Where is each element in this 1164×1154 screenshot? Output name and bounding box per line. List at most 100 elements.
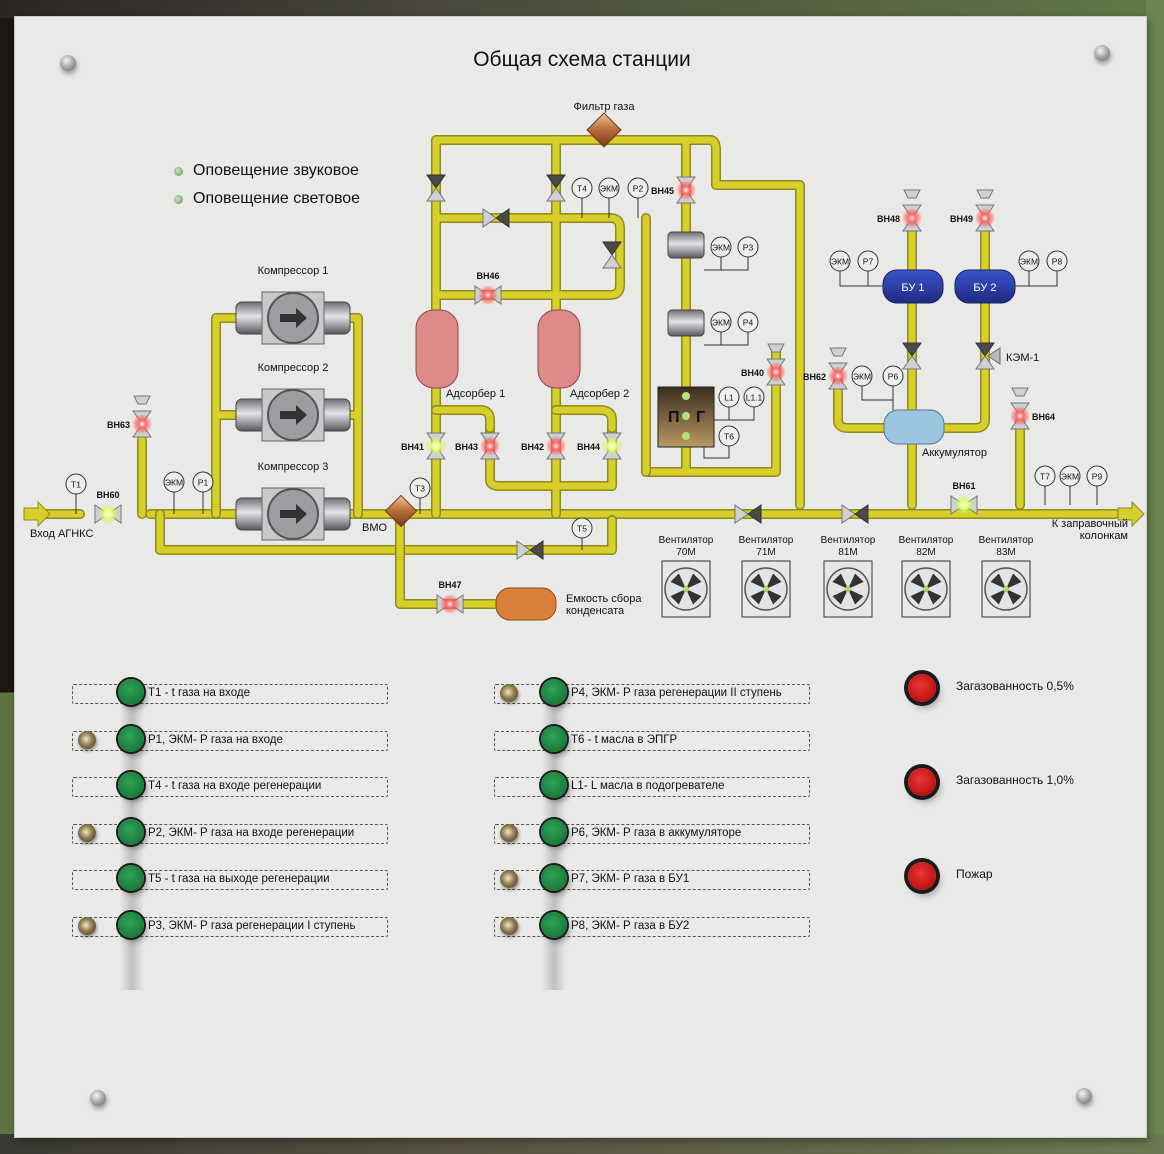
sensor-test-button[interactable] bbox=[118, 679, 144, 705]
valve-ВН41[interactable]: ВН41 bbox=[401, 432, 446, 460]
toggle-switch[interactable] bbox=[500, 870, 518, 888]
valve-ВН63[interactable]: ВН63 bbox=[107, 395, 152, 438]
station-schematic: Вход АГНКС К заправочный колонкам Фильтр… bbox=[23, 101, 1145, 621]
fan-blade-icon bbox=[926, 573, 942, 589]
label-frame bbox=[72, 916, 388, 937]
valve-ВН48[interactable]: ВН48 bbox=[877, 189, 922, 232]
sensor-test-button[interactable] bbox=[118, 818, 144, 845]
svg-text:ЭКМ: ЭКМ bbox=[853, 372, 871, 382]
toggle-switch[interactable] bbox=[78, 916, 96, 935]
toggle-switch[interactable] bbox=[78, 823, 96, 842]
label-frame bbox=[494, 870, 810, 890]
svg-text:P4: P4 bbox=[743, 318, 754, 328]
fan-blade-icon bbox=[848, 573, 864, 589]
valve-led-red bbox=[975, 208, 995, 228]
sensor-label: P2, ЭКМ- Р газа на входе регенерации bbox=[148, 826, 355, 839]
svg-text:P2: P2 bbox=[633, 184, 644, 194]
sensor-test-button[interactable] bbox=[541, 725, 567, 752]
valve-ВН44[interactable]: ВН44 bbox=[577, 432, 622, 460]
sensor-test-button[interactable] bbox=[541, 772, 567, 798]
sensor-test-button[interactable] bbox=[541, 865, 567, 891]
sensor-test-button[interactable] bbox=[118, 865, 144, 891]
alarm-lamp[interactable] bbox=[908, 768, 936, 796]
sensor-test-button[interactable] bbox=[118, 725, 144, 752]
check-valve-icon[interactable] bbox=[975, 342, 995, 370]
sensor-test-button[interactable] bbox=[118, 911, 144, 938]
svg-text:ЭКМ: ЭКМ bbox=[600, 184, 618, 194]
fan-blade-icon bbox=[910, 573, 926, 589]
check-valve-icon[interactable] bbox=[426, 174, 446, 202]
fan-blade-icon bbox=[990, 589, 1006, 605]
valve-led-red bbox=[676, 180, 696, 200]
valve-actuator-icon bbox=[767, 343, 785, 353]
svg-text:T6: T6 bbox=[724, 432, 734, 442]
svg-text:Вентилятор: Вентилятор bbox=[659, 535, 714, 546]
toggle-switch[interactable] bbox=[78, 730, 96, 749]
svg-text:T7: T7 bbox=[1040, 472, 1050, 482]
gauge: T7 bbox=[1034, 465, 1056, 505]
alarm-label: Загазованность 0,5% bbox=[956, 679, 1074, 693]
manual-valve-icon[interactable] bbox=[516, 540, 544, 560]
valve-ВН45[interactable]: ВН45 bbox=[651, 176, 696, 204]
label-frame bbox=[494, 684, 810, 704]
condensate-tank bbox=[495, 587, 557, 621]
valve-ВН47[interactable]: ВН47 bbox=[436, 580, 464, 614]
heater-led-3 bbox=[682, 432, 690, 440]
inlet-arrow-icon bbox=[23, 500, 51, 528]
valve-ВН42[interactable]: ВН42 bbox=[521, 432, 566, 460]
toggle-switch[interactable] bbox=[500, 916, 518, 935]
notification-sound-label: Оповещение звуковое bbox=[193, 162, 359, 179]
check-valve-icon[interactable] bbox=[602, 241, 622, 269]
valve-led-red bbox=[1010, 406, 1030, 426]
accumulator-label: Аккумулятор bbox=[922, 447, 987, 459]
toggle-switch[interactable] bbox=[500, 684, 518, 702]
gauge: T5 bbox=[571, 517, 593, 550]
valve-ВН46[interactable]: ВН46 bbox=[474, 271, 502, 305]
fan-blade-icon bbox=[848, 589, 864, 605]
svg-text:ЭКМ: ЭКМ bbox=[712, 243, 730, 253]
sensor-test-button[interactable] bbox=[541, 818, 567, 845]
manual-valve-icon[interactable] bbox=[841, 504, 869, 524]
label-frame bbox=[72, 684, 388, 704]
svg-text:T5: T5 bbox=[577, 524, 587, 534]
screw-top-left bbox=[60, 55, 76, 71]
check-valve-icon[interactable] bbox=[546, 174, 566, 202]
valve-label: ВН42 bbox=[521, 442, 544, 452]
svg-text:T4: T4 bbox=[577, 184, 587, 194]
label-frame bbox=[494, 730, 810, 751]
compressor-arrow-icon bbox=[280, 504, 307, 524]
valve-actuator-icon bbox=[829, 347, 847, 357]
fan-blade-icon bbox=[750, 589, 766, 605]
valve-ВН61[interactable]: ВН61 bbox=[950, 481, 978, 515]
compressor-2: Компрессор 2 bbox=[235, 362, 351, 442]
svg-text:P8: P8 bbox=[1052, 257, 1063, 267]
svg-text:ЭКМ: ЭКМ bbox=[712, 318, 730, 328]
manual-valve-icon[interactable] bbox=[734, 504, 762, 524]
valve-ВН60[interactable]: ВН60 bbox=[94, 490, 122, 524]
gauge: P6 bbox=[882, 365, 904, 387]
sensor-test-button[interactable] bbox=[118, 772, 144, 798]
check-valve-icon[interactable] bbox=[902, 342, 922, 370]
sensor-test-button[interactable] bbox=[541, 679, 567, 705]
valve-ВН49[interactable]: ВН49 bbox=[950, 189, 995, 232]
sensor-test-button[interactable] bbox=[541, 911, 567, 938]
toggle-switch[interactable] bbox=[500, 823, 518, 842]
gauge: ЭКМ bbox=[163, 471, 185, 514]
valve-actuator-icon bbox=[133, 395, 151, 405]
heater-led-1 bbox=[682, 392, 690, 400]
compressor-1: Компрессор 1 bbox=[235, 265, 351, 345]
valve-ВН40[interactable]: ВН40 bbox=[741, 343, 786, 386]
alarm-lamp[interactable] bbox=[908, 674, 936, 702]
alarm-lamp[interactable] bbox=[908, 862, 936, 890]
gauge: P2 bbox=[627, 177, 649, 218]
valve-ВН62[interactable]: ВН62 bbox=[803, 347, 848, 390]
stage1-unit bbox=[667, 231, 705, 259]
sensor-label: P3, ЭКМ- Р газа регенерации I ступень bbox=[148, 919, 356, 932]
valve-ВН43[interactable]: ВН43 bbox=[455, 432, 500, 460]
gauge: ЭКМ bbox=[1059, 465, 1081, 505]
gauge: T6 bbox=[703, 425, 740, 459]
valve-label: ВН62 bbox=[803, 372, 826, 382]
valve-ВН64[interactable]: ВН64 bbox=[1010, 387, 1055, 430]
manual-valve-icon[interactable] bbox=[482, 208, 510, 228]
